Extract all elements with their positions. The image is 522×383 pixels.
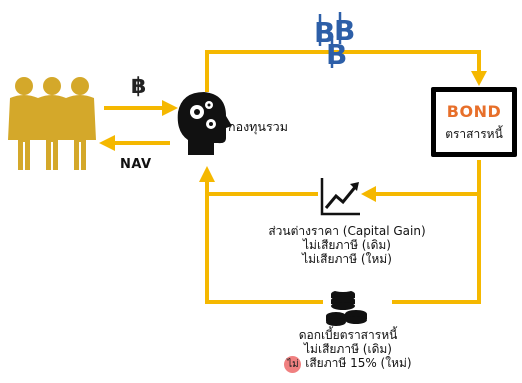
nav-label: NAV	[120, 157, 152, 172]
rising-chart-icon	[320, 178, 360, 216]
baht-coin-symbol: ฿	[131, 74, 147, 99]
interest-new: ไม่ เสียภาษี 15% (ใหม่)	[268, 356, 428, 373]
people-group-icon	[8, 77, 96, 170]
fund-to-bond-arrow	[205, 50, 487, 92]
capital-gain-new: ไม่เสียภาษี (ใหม่)	[302, 252, 392, 266]
bond-subtitle: ตราสารหนี้	[445, 127, 503, 141]
nav-arrow	[99, 135, 170, 151]
interest-new-text: เสียภาษี 15% (ใหม่)	[305, 356, 412, 370]
coin-stack-icon	[326, 288, 367, 326]
fund-label: กองทุนรวม	[228, 119, 288, 134]
svg-text:B: B	[326, 38, 347, 71]
bond-title: BOND	[446, 102, 502, 121]
capital-gain-block: ส่วนต่างราคา (Capital Gain) ไม่เสียภาษี …	[252, 224, 442, 266]
capital-gain-title: ส่วนต่างราคา (Capital Gain)	[268, 224, 426, 238]
highlight-no-badge: ไม่	[284, 356, 302, 373]
interest-title: ดอกเบี้ยตราสารหนี้	[298, 328, 398, 342]
bond-box: BOND ตราสารหนี้	[431, 87, 517, 157]
interest-block: ดอกเบี้ยตราสารหนี้ ไม่เสียภาษี (เดิม) ไม…	[268, 328, 428, 373]
invest-arrow	[104, 100, 178, 116]
capital-gain-old: ไม่เสียภาษี (เดิม)	[303, 238, 391, 252]
return-loop	[199, 160, 481, 304]
bitcoin-stack-icon: B B B	[314, 12, 355, 71]
interest-old: ไม่เสียภาษี (เดิม)	[304, 342, 392, 356]
bond-inner: BOND ตราสารหนี้	[436, 92, 512, 152]
gears-head-icon	[177, 92, 232, 155]
